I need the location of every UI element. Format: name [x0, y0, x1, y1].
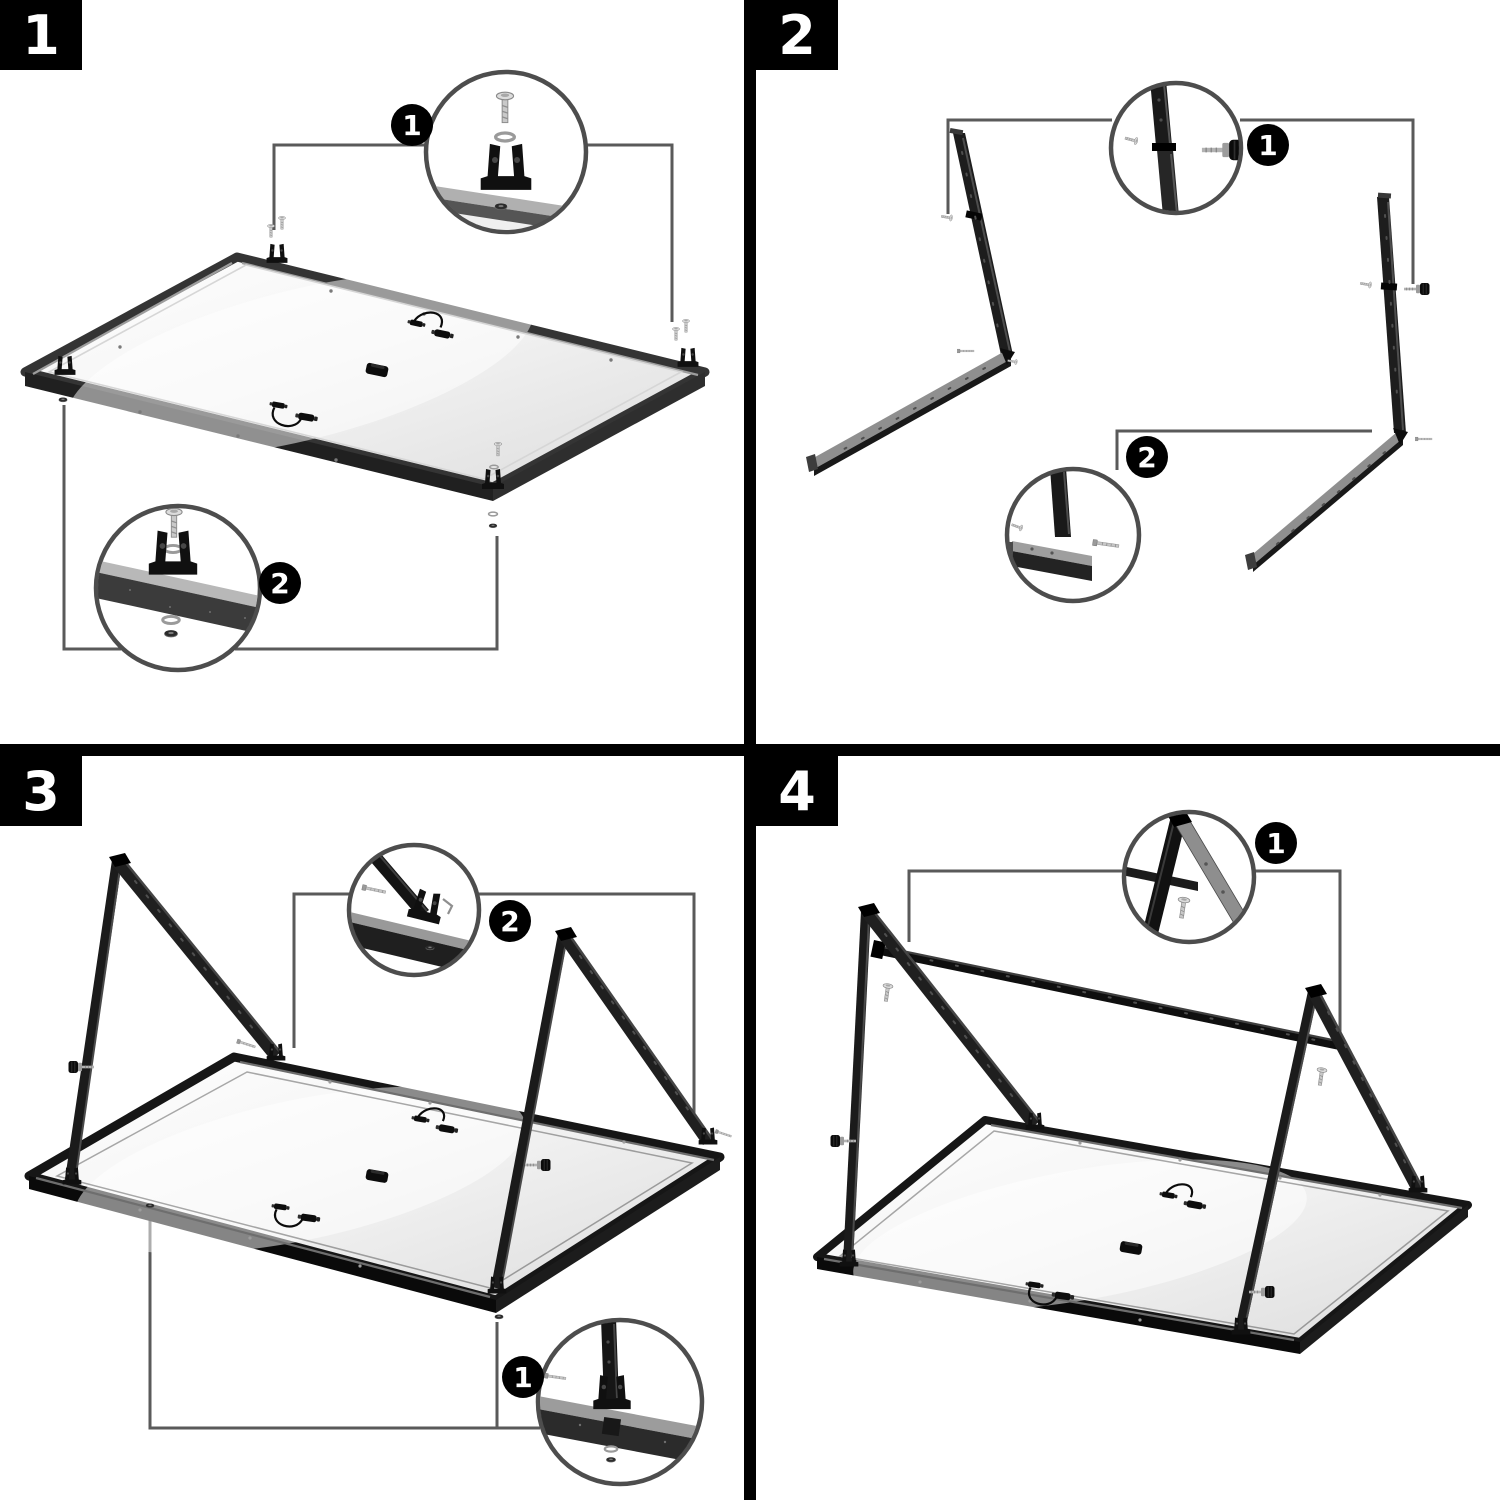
step-number-2: 2 [756, 0, 838, 70]
leg-assembly-right [1245, 192, 1433, 572]
leader-lines-step4 [907, 869, 1342, 1042]
step-number-label: 4 [778, 759, 816, 823]
callout-step3-detail1: 1 [502, 1317, 705, 1487]
hinge-bracket-top [266, 215, 288, 263]
callout-badge [1255, 822, 1297, 864]
callout-badge-number: 1 [1258, 129, 1277, 162]
callout-badge-number: 1 [513, 1361, 532, 1394]
leader-lines-step3 [148, 892, 696, 1430]
callout-badge [489, 900, 531, 942]
step-number-3: 3 [0, 756, 82, 826]
callout-step1-detail2: 2 [93, 503, 301, 673]
solar-panel-back [20, 252, 710, 501]
hinge-bracket-right [672, 318, 699, 367]
callout-badge [1247, 124, 1289, 166]
callout-badge-number: 1 [402, 109, 421, 142]
callout-badge-number: 1 [1266, 827, 1285, 860]
step-number-4: 4 [756, 756, 838, 826]
solar-panel-flat [24, 1052, 725, 1313]
step-2-drawing: 1 2 [806, 80, 1433, 604]
tilt-leg-right [487, 927, 733, 1320]
step-1-drawing: 1 2 [20, 69, 710, 673]
callout-step2-detail1: 1 [1108, 80, 1289, 216]
callout-badge-number: 2 [500, 905, 519, 938]
leader-lines-step1 [62, 143, 674, 651]
callout-badge [259, 562, 301, 604]
panel-cables [1025, 1183, 1207, 1306]
callout-badge [502, 1356, 544, 1398]
panel-cables [269, 311, 455, 428]
callout-step1-detail1: 1 [391, 69, 589, 235]
step-3-drawing: 2 1 [24, 842, 733, 1487]
divider-horizontal [0, 744, 1500, 756]
callout-badge [391, 104, 433, 146]
callout-badge-number: 2 [270, 567, 289, 600]
tilt-leg-left [62, 853, 286, 1209]
leader-lines-step2 [946, 118, 1415, 470]
solar-panel-flat [813, 1116, 1472, 1354]
step-number-label: 1 [22, 3, 60, 67]
step-number-label: 2 [778, 3, 816, 67]
callout-badge-number: 2 [1137, 441, 1156, 474]
tilt-leg-left [830, 903, 1045, 1267]
callout-step2-detail2: 2 [1004, 436, 1168, 604]
leg-assembly-left [806, 127, 1018, 476]
knob-bolt [1403, 282, 1430, 296]
tilt-leg-right [1231, 984, 1428, 1335]
step-number-1: 1 [0, 0, 82, 70]
panel-cables [271, 1107, 459, 1228]
frame-holes [918, 1141, 1382, 1322]
cross-brace [870, 939, 1343, 1051]
step-number-label: 3 [22, 759, 60, 823]
callout-badge [1126, 436, 1168, 478]
callout-step3-detail2: 2 [346, 842, 531, 978]
step-4-drawing: 1 [813, 809, 1472, 1354]
callout-step4-detail1: 1 [1121, 809, 1297, 945]
